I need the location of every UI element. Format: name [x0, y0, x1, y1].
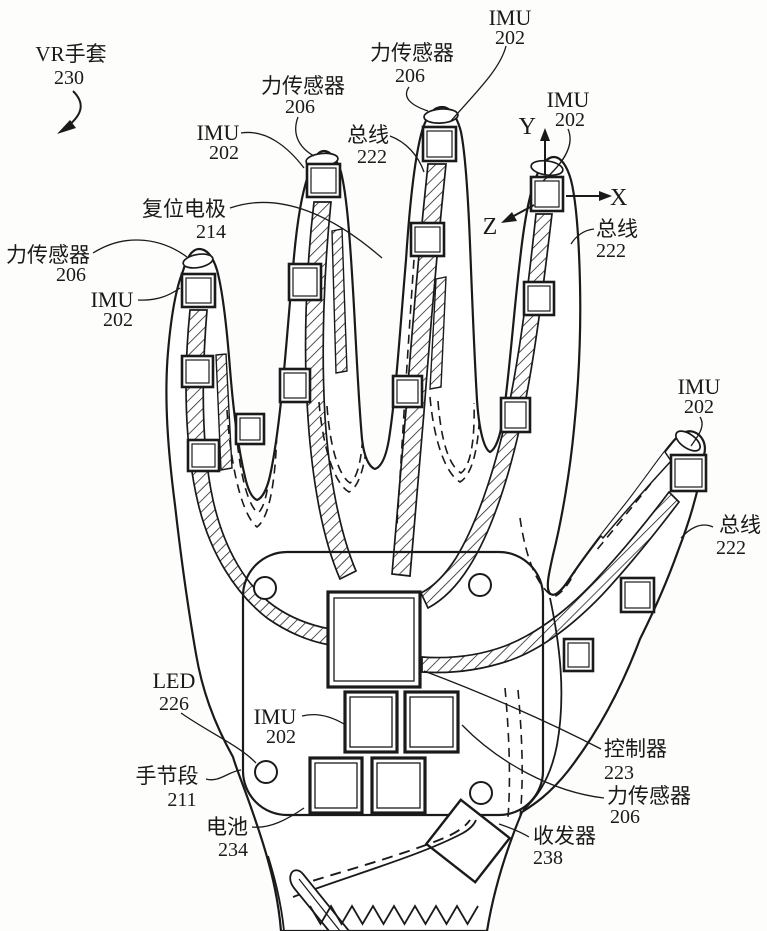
svg-text:206: 206	[610, 806, 640, 828]
label-hand-segment: 手节段 211	[136, 764, 199, 811]
svg-text:206: 206	[56, 264, 86, 286]
battery-chip	[308, 756, 364, 815]
fingertip-force-sensor-middle	[423, 108, 459, 124]
cuff-flap	[289, 869, 350, 931]
electrode-strip-reset	[378, 248, 394, 392]
wrist-break-zigzag	[309, 904, 479, 926]
label-force-sensor-middle: 力传感器 206	[370, 41, 454, 87]
svg-text:IMU: IMU	[91, 287, 134, 312]
label-bus-middle: 总线 222	[347, 123, 389, 168]
svg-text:211: 211	[167, 789, 196, 811]
svg-text:控制器: 控制器	[604, 737, 667, 761]
fingertip-force-sensor-thumb	[674, 430, 702, 452]
electrode-strip	[429, 276, 447, 390]
imu-square-thumb	[669, 453, 708, 493]
svg-text:230: 230	[54, 67, 84, 89]
controller-chip	[326, 590, 422, 689]
label-imu-ring: IMU 202	[197, 120, 240, 164]
led-circle	[254, 760, 278, 784]
label-transceiver: 收发器 238	[533, 824, 596, 869]
label-force-sensor-palm: 力传感器 206	[607, 784, 691, 828]
svg-text:收发器: 收发器	[533, 824, 596, 848]
svg-text:手节段: 手节段	[136, 764, 199, 788]
svg-text:总线: 总线	[719, 513, 761, 537]
label-bus-thumb: 总线 222	[716, 513, 761, 559]
label-force-sensor-ring: 力传感器 206	[261, 74, 345, 118]
svg-text:电池: 电池	[206, 815, 248, 839]
svg-text:222: 222	[596, 240, 626, 262]
leader-lines	[57, 45, 714, 838]
svg-text:LED: LED	[153, 668, 196, 693]
svg-text:214: 214	[196, 221, 226, 243]
label-imu-pinky: IMU 202	[91, 287, 134, 331]
cuff-dashed-strap	[295, 819, 471, 887]
svg-text:206: 206	[285, 96, 315, 118]
label-battery: 电池 234	[206, 815, 248, 861]
imu-square-middle	[421, 125, 458, 163]
bus-thumb-band	[421, 490, 681, 674]
label-imu-index: IMU 202	[547, 87, 590, 131]
svg-text:IMU: IMU	[489, 5, 532, 30]
y-axis-label: Y	[519, 114, 536, 140]
led-circle	[469, 781, 493, 805]
svg-text:202: 202	[495, 27, 525, 49]
led-circle	[468, 573, 492, 597]
svg-text:IMU: IMU	[254, 704, 297, 729]
bus-index-band	[419, 213, 553, 610]
figure-labels: VR手套 230 力传感器 206 IMU 202 力传感器 206 IMU 2…	[6, 5, 761, 869]
svg-text:202: 202	[266, 726, 296, 748]
led-circle	[253, 576, 277, 600]
label-imu-palm: IMU 202	[254, 704, 297, 748]
svg-text:复位电极: 复位电极	[142, 197, 226, 221]
svg-text:VR手套: VR手套	[35, 42, 106, 66]
svg-text:202: 202	[103, 309, 133, 331]
fingertip-force-sensor-pinky	[182, 253, 214, 269]
svg-text:226: 226	[159, 693, 189, 715]
svg-text:总线: 总线	[347, 123, 389, 147]
label-vr-glove: VR手套 230	[35, 42, 106, 89]
svg-text:202: 202	[684, 396, 714, 418]
label-bus-index: 总线 222	[596, 217, 638, 262]
label-imu-middle: IMU 202	[489, 5, 532, 49]
transceiver-chip	[424, 798, 512, 884]
imu-square-index	[529, 175, 565, 213]
palm-chip-4	[370, 756, 427, 815]
svg-text:总线: 总线	[596, 217, 638, 241]
svg-text:力传感器: 力传感器	[607, 784, 691, 808]
wrist-details	[267, 819, 479, 931]
svg-text:202: 202	[209, 142, 239, 164]
imu-square-ring	[305, 162, 342, 199]
svg-text:力传感器: 力传感器	[370, 41, 454, 65]
palm-plate	[241, 550, 545, 817]
svg-text:IMU: IMU	[197, 120, 240, 145]
label-controller: 控制器 223	[604, 737, 667, 784]
svg-text:力传感器: 力传感器	[261, 74, 345, 98]
coordinate-axes: Y X Z	[483, 114, 628, 240]
svg-text:234: 234	[218, 839, 248, 861]
svg-text:IMU: IMU	[547, 87, 590, 112]
z-axis-label: Z	[483, 214, 498, 240]
label-reset-electrode: 复位电极 214	[142, 197, 226, 243]
svg-text:IMU: IMU	[678, 374, 721, 399]
palm-force-sensor-chip	[403, 690, 460, 754]
svg-text:202: 202	[555, 109, 585, 131]
imu-square-pinky	[180, 272, 217, 309]
label-led: LED 226	[153, 668, 196, 715]
bus-middle-band	[391, 163, 447, 577]
label-imu-thumb: IMU 202	[678, 374, 721, 418]
label-force-sensor-pinky: 力传感器 206	[6, 243, 90, 286]
svg-text:222: 222	[357, 146, 387, 168]
svg-text:222: 222	[716, 537, 746, 559]
svg-text:206: 206	[395, 65, 425, 87]
x-axis-label: X	[610, 185, 627, 211]
palm-imu-chip	[343, 690, 399, 754]
svg-text:238: 238	[533, 847, 563, 869]
finger-sensor-rects	[180, 221, 656, 673]
svg-text:力传感器: 力传感器	[6, 243, 90, 267]
electrode-strip	[331, 228, 348, 374]
fingertip-force-sensor-index	[530, 159, 564, 177]
svg-text:223: 223	[604, 762, 634, 784]
